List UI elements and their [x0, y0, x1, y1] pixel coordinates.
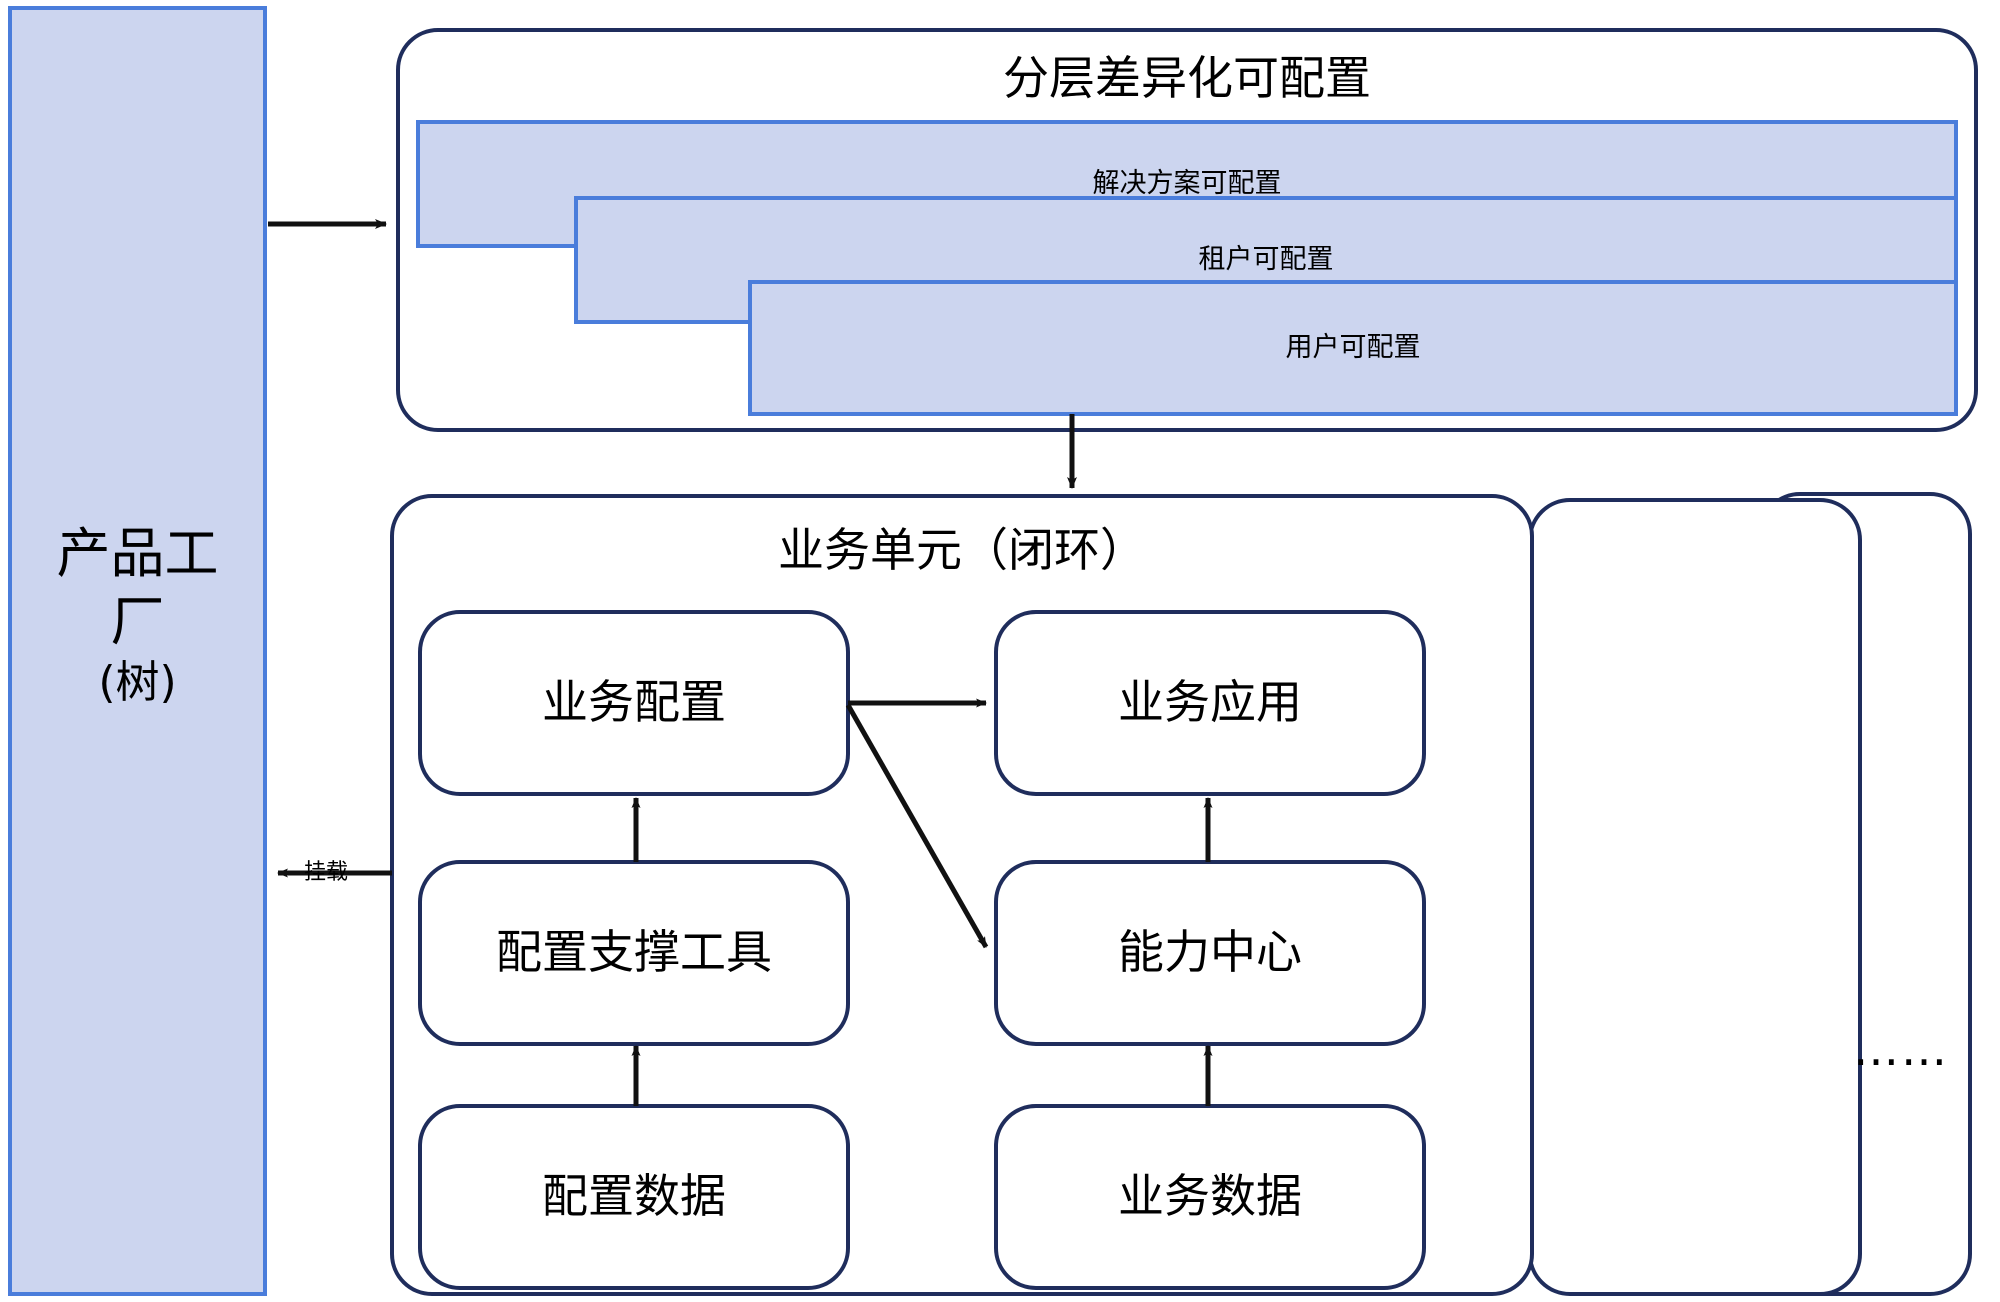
config-bar-user[interactable] [748, 280, 1958, 416]
box-business-app[interactable] [994, 610, 1426, 796]
business-unit-stack-card-1 [1528, 498, 1862, 1296]
edge-config-to-capability [845, 703, 989, 949]
box-capability-center[interactable] [994, 860, 1426, 1046]
box-config-support-tool[interactable] [418, 860, 850, 1046]
box-business-data[interactable] [994, 1104, 1426, 1290]
box-config-data[interactable] [418, 1104, 850, 1290]
product-factory-panel[interactable] [8, 6, 267, 1296]
box-business-config[interactable] [418, 610, 850, 796]
